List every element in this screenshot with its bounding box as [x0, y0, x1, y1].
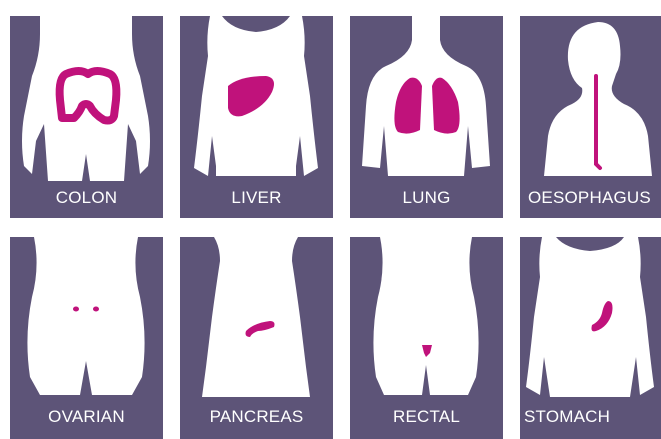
cancer-card-liver[interactable]: LIVER [180, 16, 333, 218]
cancer-card-stomach[interactable]: STOMACH [520, 237, 661, 439]
cancer-card-rectal[interactable]: RECTAL [350, 237, 503, 439]
card-label: LIVER [180, 188, 333, 208]
card-label: OVARIAN [10, 407, 163, 427]
cancer-card-lung[interactable]: LUNG [350, 16, 503, 218]
card-label: COLON [10, 188, 163, 208]
card-label: STOMACH [524, 407, 610, 427]
card-label: PANCREAS [180, 407, 333, 427]
card-label: RECTAL [350, 407, 503, 427]
card-label: OESOPHAGUS [528, 188, 651, 208]
cancer-card-colon[interactable]: COLON [10, 16, 163, 218]
cancer-card-oesophagus[interactable]: OESOPHAGUS [520, 16, 661, 218]
card-label: LUNG [350, 188, 503, 208]
cancer-card-pancreas[interactable]: PANCREAS [180, 237, 333, 439]
cancer-card-ovarian[interactable]: OVARIAN [10, 237, 163, 439]
